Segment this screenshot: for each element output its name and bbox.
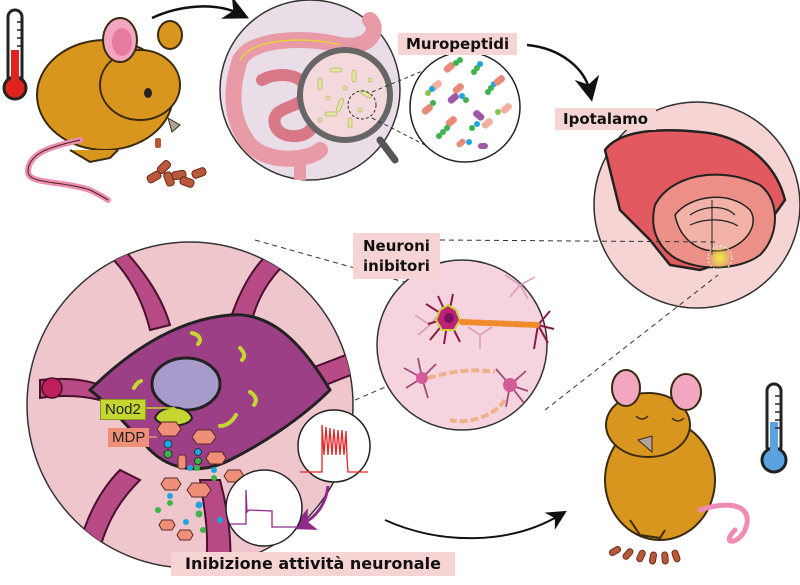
tag-mdp: MDP	[108, 428, 150, 447]
magnifier-icon	[297, 47, 399, 164]
brain-section-illustration	[603, 129, 787, 272]
label-inhibitory-neurons-line2: inibitori	[363, 257, 430, 275]
neuron-network-illustration	[403, 274, 555, 424]
label-inhibitory-neurons: Neuroni inibitori	[353, 233, 440, 279]
arrow-muro-to-hypothalamus	[526, 43, 600, 102]
resting-mouse-panel	[604, 369, 788, 565]
tag-nod2: Nod2	[100, 399, 146, 420]
dashed-link-hypo-neurons-2	[544, 274, 719, 411]
firing-trace	[300, 424, 368, 473]
intestine-illustration	[225, 12, 382, 180]
muropeptide-molecules	[421, 57, 512, 149]
label-inhibitory-neurons-line1: Neuroni	[363, 237, 430, 255]
arrow-mouse-to-gut	[151, 0, 250, 20]
inhibited-trace-panel	[225, 469, 303, 547]
mouse-resting-illustration	[604, 369, 750, 544]
inhibitory-neurons-panel	[376, 259, 555, 431]
mdp-molecules	[155, 421, 245, 541]
arrow-inhibition-to-rest	[384, 510, 567, 540]
dashed-link-gut-muro-1	[371, 69, 426, 93]
label-neuronal-inhibition: Inibizione attività neuronale	[171, 552, 455, 576]
firing-trace-panel	[297, 409, 371, 483]
inhibited-trace	[230, 489, 298, 528]
neuron-nucleus	[150, 356, 222, 412]
dashed-link-hypo-neurons-1	[439, 239, 719, 243]
thermometer-hot-icon	[2, 8, 28, 101]
hypothalamus-panel	[593, 101, 800, 309]
label-muropeptides: Muropeptidi	[398, 33, 518, 55]
food-pellets-top	[146, 159, 207, 188]
fed-mouse-panel	[2, 8, 207, 203]
dashed-link-gut-muro-2	[371, 117, 426, 146]
thermometer-cold-icon	[760, 382, 788, 474]
arrow-firing-to-inhibited	[291, 485, 330, 530]
neuron-detail-panel	[26, 241, 354, 569]
label-hypothalamus: Ipotalamo	[555, 108, 657, 130]
food-pellets-bottom	[608, 546, 681, 565]
intestine-panel	[219, 0, 401, 181]
muropeptides-panel	[409, 51, 521, 163]
mouse-eating-illustration	[25, 17, 183, 203]
